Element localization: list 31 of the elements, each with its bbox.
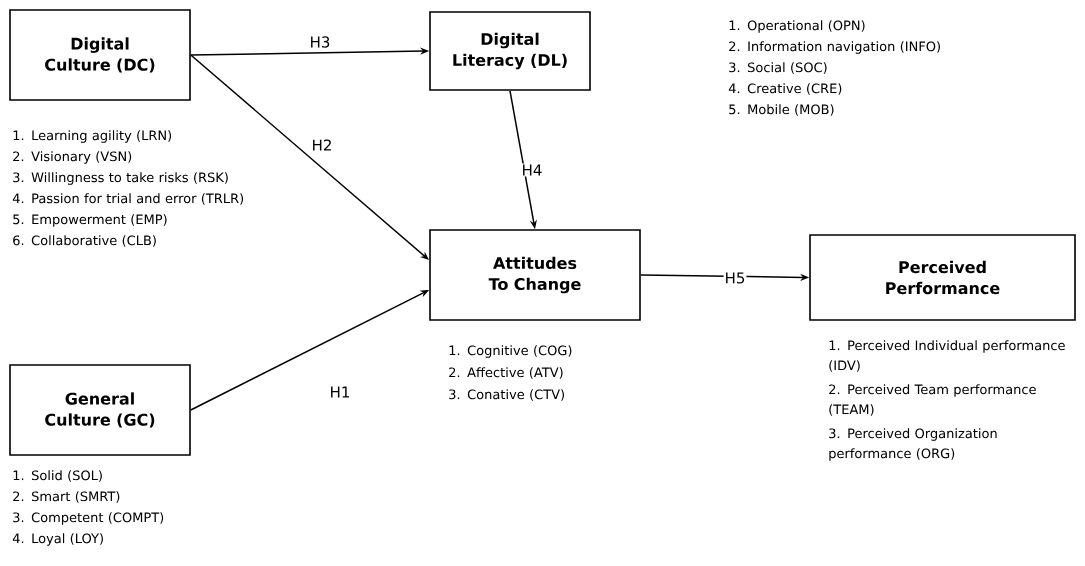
edge-label: H4 [520,163,544,177]
list-item: 4. Passion for trial and error (TRLR) [12,193,244,205]
concept-box: Digital Literacy (DL) [429,11,591,91]
concept-box: General Culture (GC) [9,364,191,456]
list-item: 2. Smart (SMRT) [13,491,120,503]
list-item: 3. Perceived Organization performance (ORG) [829,428,997,461]
list-item: 3. Conative (CTV) [449,389,564,401]
concept-box: Attitudes To Change [429,229,641,321]
list-item: 1. Cognitive (COG) [449,345,572,358]
list-item: 1. Solid (SOL) [13,470,102,482]
list-item: 3. Competent (COMPT) [13,512,164,525]
edge-label: H1 [328,385,352,399]
list-item: 2. Visionary (VSN) [13,151,132,164]
concept-box: Perceived Performance [809,234,1076,321]
list-item: 6. Collaborative (CLB) [13,235,156,247]
list-item: 1. Operational (OPN) [729,20,865,33]
list-item: 2. Affective (ATV) [449,367,563,379]
edge-label: H5 [723,271,747,285]
list-item: 1. Perceived Individual performance (IDV) [829,340,1065,372]
edge-label: H2 [310,138,334,152]
list-item: 3. Social (SOC) [729,62,827,74]
list-item: 4. Loyal (LOY) [12,533,103,546]
list-item: 5. Empowerment (EMP) [13,214,167,227]
list-item: 1. Learning agility (LRN) [13,130,172,143]
list-item: 2. Information navigation (INFO) [729,41,940,54]
edge-label: H3 [308,35,332,49]
concept-box: Digital Culture (DC) [9,9,191,101]
list-item: 2. Perceived Team performance (TEAM) [829,384,1036,416]
list-item: 5. Mobile (MOB) [729,104,834,116]
list-item: 4. Creative (CRE) [728,83,842,95]
list-item: 3. Willingness to take risks (RSK) [13,172,228,185]
